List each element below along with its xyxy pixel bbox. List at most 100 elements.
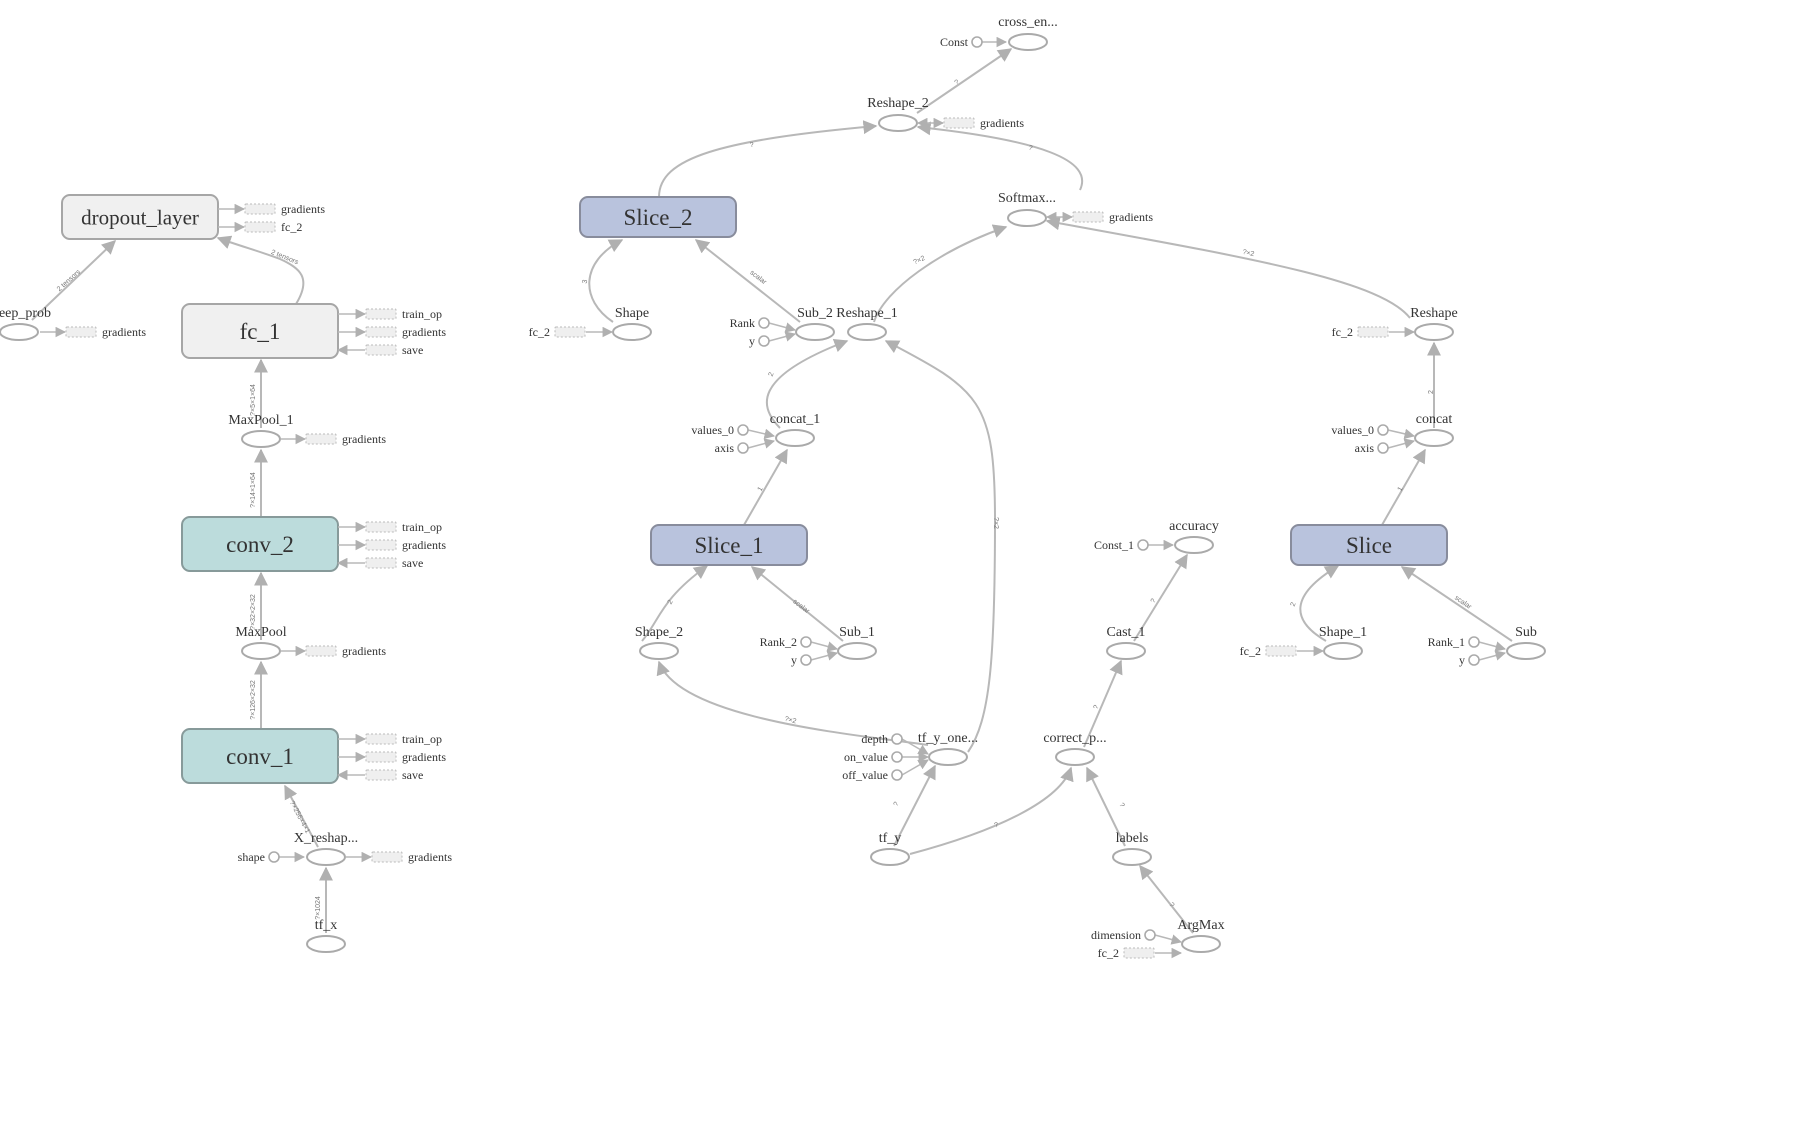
stub-box[interactable] bbox=[365, 751, 397, 763]
const-circle[interactable] bbox=[800, 654, 812, 666]
stub-box[interactable] bbox=[365, 344, 397, 356]
op-node-sub2[interactable]: Sub_2 bbox=[795, 306, 835, 341]
stub-box[interactable] bbox=[554, 326, 586, 338]
op-node-reshape2[interactable]: Reshape_2 bbox=[867, 96, 929, 132]
stub-argmax_fc2[interactable]: fc_2 bbox=[1098, 946, 1183, 960]
op-node-ellipse[interactable] bbox=[1414, 429, 1454, 447]
op-node-softmax[interactable]: Softmax... bbox=[998, 191, 1056, 227]
op-node-ellipse[interactable] bbox=[1007, 209, 1047, 227]
op-node-concat1[interactable]: concat_1 bbox=[770, 412, 821, 447]
op-node-shape[interactable]: Shape bbox=[612, 306, 652, 341]
stub-sm_grad[interactable]: gradients bbox=[1045, 210, 1153, 224]
stub-shape_fc2[interactable]: fc_2 bbox=[529, 325, 614, 339]
stub-box[interactable] bbox=[1072, 211, 1104, 223]
stub-box[interactable] bbox=[371, 851, 403, 863]
const-input-const1[interactable]: Const_1 bbox=[1094, 538, 1175, 552]
const-input-values0_a[interactable]: values_0 bbox=[691, 423, 776, 439]
op-node-accuracy[interactable]: accuracy bbox=[1169, 519, 1219, 554]
stub-dropout_grad[interactable]: gradients bbox=[218, 202, 325, 216]
op-node-ellipse[interactable] bbox=[795, 323, 835, 341]
meta-node-box[interactable] bbox=[1290, 524, 1448, 566]
op-node-sub[interactable]: Sub bbox=[1506, 625, 1546, 660]
const-input-values0_b[interactable]: values_0 bbox=[1331, 423, 1416, 439]
stub-conv2_save[interactable]: save bbox=[336, 556, 423, 570]
const-circle[interactable] bbox=[800, 636, 812, 648]
const-input-rank2[interactable]: Rank_2 bbox=[760, 635, 839, 652]
const-input-shape[interactable]: shape bbox=[238, 850, 306, 864]
op-node-shape1[interactable]: Shape_1 bbox=[1319, 625, 1367, 660]
const-input-rank[interactable]: Rank bbox=[730, 316, 797, 333]
op-node-ellipse[interactable] bbox=[1181, 935, 1221, 953]
stub-fc1_train[interactable]: train_op bbox=[338, 307, 442, 321]
stub-box[interactable] bbox=[1357, 326, 1389, 338]
const-circle[interactable] bbox=[891, 769, 903, 781]
op-node-ellipse[interactable] bbox=[847, 323, 887, 341]
op-node-ellipse[interactable] bbox=[1112, 848, 1152, 866]
stub-box[interactable] bbox=[1265, 645, 1297, 657]
const-circle[interactable] bbox=[891, 751, 903, 763]
const-input-axis_a[interactable]: axis bbox=[715, 438, 776, 455]
stub-mp1_grad[interactable]: gradients bbox=[281, 432, 386, 446]
stub-box[interactable] bbox=[1123, 947, 1155, 959]
op-node-argmax[interactable]: ArgMax bbox=[1177, 918, 1225, 953]
op-node-ellipse[interactable] bbox=[775, 429, 815, 447]
op-node-ellipse[interactable] bbox=[612, 323, 652, 341]
op-node-ellipse[interactable] bbox=[306, 935, 346, 953]
op-node-ellipse[interactable] bbox=[870, 848, 910, 866]
const-circle[interactable] bbox=[1468, 636, 1480, 648]
op-node-reshape1[interactable]: Reshape_1 bbox=[836, 306, 898, 341]
op-node-tfyone[interactable]: tf_y_one... bbox=[918, 731, 978, 766]
const-circle[interactable] bbox=[971, 36, 983, 48]
op-node-ellipse[interactable] bbox=[1008, 33, 1048, 51]
const-circle[interactable] bbox=[891, 733, 903, 745]
op-node-cast1[interactable]: Cast_1 bbox=[1106, 625, 1146, 660]
meta-node-box[interactable] bbox=[61, 194, 219, 240]
stub-box[interactable] bbox=[365, 326, 397, 338]
const-circle[interactable] bbox=[1377, 442, 1389, 454]
meta-node-box[interactable] bbox=[181, 728, 339, 784]
meta-node-slice2[interactable]: Slice_2 bbox=[579, 196, 737, 238]
op-node-xreshape[interactable]: X_reshap... bbox=[294, 831, 358, 866]
const-circle[interactable] bbox=[758, 335, 770, 347]
const-input-const[interactable]: Const bbox=[940, 35, 1008, 49]
op-node-concat[interactable]: concat bbox=[1414, 412, 1454, 447]
meta-node-fc1[interactable]: fc_1 bbox=[181, 303, 339, 359]
meta-node-slice[interactable]: Slice bbox=[1290, 524, 1448, 566]
const-input-depth[interactable]: depth bbox=[861, 732, 929, 755]
op-node-ellipse[interactable] bbox=[1323, 642, 1363, 660]
op-node-ellipse[interactable] bbox=[878, 114, 918, 132]
meta-node-dropout[interactable]: dropout_layer bbox=[61, 194, 219, 240]
meta-node-box[interactable] bbox=[181, 516, 339, 572]
stub-conv2_grad[interactable]: gradients bbox=[338, 538, 446, 552]
stub-conv1_save[interactable]: save bbox=[336, 768, 423, 782]
const-input-rank1[interactable]: Rank_1 bbox=[1428, 635, 1507, 652]
stub-shape1_fc2[interactable]: fc_2 bbox=[1240, 644, 1325, 658]
const-input-onvalue[interactable]: on_value bbox=[844, 750, 930, 764]
const-circle[interactable] bbox=[1468, 654, 1480, 666]
stub-dropout_fc2[interactable]: fc_2 bbox=[218, 220, 302, 234]
op-node-ellipse[interactable] bbox=[639, 642, 679, 660]
const-circle[interactable] bbox=[737, 424, 749, 436]
op-node-ellipse[interactable] bbox=[1106, 642, 1146, 660]
op-node-ellipse[interactable] bbox=[241, 430, 281, 448]
stub-box[interactable] bbox=[65, 326, 97, 338]
op-node-keep_prob[interactable]: eep_prob bbox=[0, 306, 51, 341]
op-node-ellipse[interactable] bbox=[306, 848, 346, 866]
op-node-maxpool[interactable]: MaxPool bbox=[235, 625, 287, 660]
stub-r2_grad[interactable]: gradients bbox=[916, 116, 1024, 130]
const-circle[interactable] bbox=[1144, 929, 1156, 941]
op-node-shape2[interactable]: Shape_2 bbox=[635, 625, 683, 660]
op-node-ellipse[interactable] bbox=[1174, 536, 1214, 554]
op-node-reshape[interactable]: Reshape bbox=[1410, 306, 1458, 341]
op-node-ellipse[interactable] bbox=[0, 323, 39, 341]
op-node-sub1[interactable]: Sub_1 bbox=[837, 625, 877, 660]
const-input-axis_b[interactable]: axis bbox=[1355, 438, 1416, 455]
stub-xr_grad[interactable]: gradients bbox=[346, 850, 452, 864]
op-node-tfy[interactable]: tf_y bbox=[870, 831, 910, 866]
meta-node-box[interactable] bbox=[650, 524, 808, 566]
const-circle[interactable] bbox=[737, 442, 749, 454]
const-circle[interactable] bbox=[268, 851, 280, 863]
stub-box[interactable] bbox=[305, 433, 337, 445]
stub-fc1_save[interactable]: save bbox=[336, 343, 423, 357]
stub-box[interactable] bbox=[365, 521, 397, 533]
